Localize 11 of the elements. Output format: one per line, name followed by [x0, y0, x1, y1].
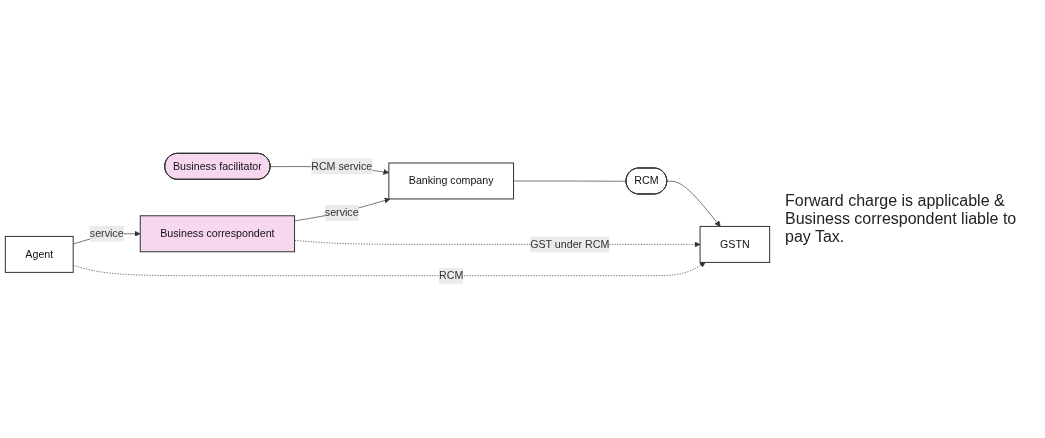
note-text: Forward charge is applicable & Business correspondent liable to pay Tax. — [785, 192, 1018, 246]
node-box: Banking company — [388, 162, 515, 200]
node-box: Agent — [4, 236, 74, 274]
edge-label: GST under RCM — [530, 238, 610, 251]
node-box: Business correspondent — [139, 215, 296, 253]
edge-label: RCM — [439, 270, 464, 282]
edge-label: RCM service — [311, 160, 373, 173]
connector — [513, 181, 627, 183]
edge-label: service — [324, 207, 359, 219]
node-box: GSTN — [699, 226, 771, 264]
edge-label: service — [89, 228, 124, 240]
